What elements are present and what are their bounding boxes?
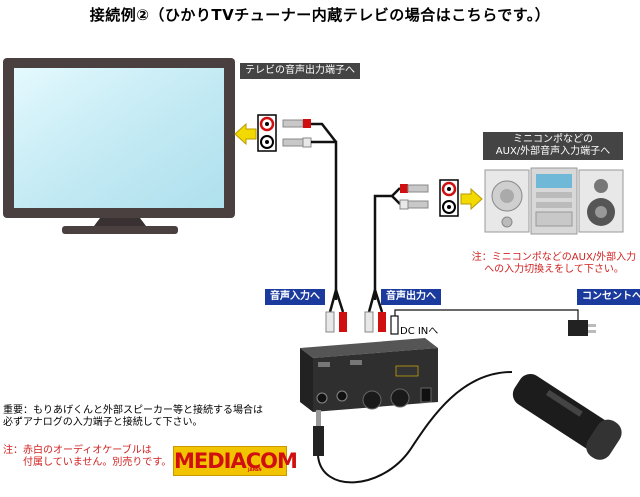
mediacom-logo-sub: JAPAN — [248, 467, 262, 472]
mini-compo-label: ミニコンポなどの AUX/外部音声入力端子へ — [483, 132, 623, 160]
audio-output-label: 音声出力へ — [381, 289, 441, 305]
page-title: 接続例②（ひかりTVチューナー内蔵テレビの場合はこちらです。） — [89, 6, 551, 24]
switch-note-line1: 注：ミニコンポなどのAUX/外部入力 — [471, 252, 637, 263]
compo-rca-jack-icon — [439, 179, 459, 217]
mini-compo-label-line1: ミニコンポなどの — [513, 134, 593, 145]
rca-plug-icon — [325, 311, 386, 333]
rca-plug-icon — [282, 119, 312, 148]
arrow-right-icon — [460, 187, 483, 211]
switch-note-line2: への入力切換えをして下さい。 — [484, 264, 624, 275]
moriagekun-device-icon — [300, 338, 438, 412]
dc-in-label: DC INへ — [400, 326, 439, 337]
important-note: 重要：もりあげくんと外部スピーカー等と接続する場合は 必ずアナログの入力端子と接… — [3, 405, 263, 429]
switch-note: 注：ミニコンポなどのAUX/外部入力 への入力切換えをして下さい。 — [470, 252, 638, 276]
tv-audio-out-label: テレビの音声出力端子へ — [240, 63, 360, 79]
microphone-icon — [512, 373, 622, 460]
power-adapter-icon — [568, 320, 596, 336]
important-note-line2: 必ずアナログの入力端子と接続して下さい。 — [3, 417, 203, 428]
mini-compo-label-line2: AUX/外部音声入力端子へ — [495, 146, 611, 157]
rca-plug-icon — [399, 184, 429, 210]
cable-note-line1: 注：赤白のオーディオケーブルは — [3, 445, 152, 456]
mic-plug-icon — [313, 410, 324, 456]
important-note-line1: 重要：もりあげくんと外部スピーカー等と接続する場合は — [3, 405, 263, 416]
outlet-label: コンセントへ — [577, 289, 640, 305]
tv-icon — [3, 58, 235, 234]
mediacom-logo: MEDIACOM — [173, 446, 298, 476]
audio-input-label: 音声入力へ — [265, 289, 325, 305]
mini-compo-icon — [484, 167, 624, 235]
cable-note: 注：赤白のオーディオケーブルは 付属していません。別売りです。 — [3, 445, 171, 469]
cable-note-line2: 付属していません。別売りです。 — [23, 457, 172, 468]
arrow-left-icon — [234, 122, 257, 146]
tv-rca-jack-icon — [257, 114, 277, 152]
